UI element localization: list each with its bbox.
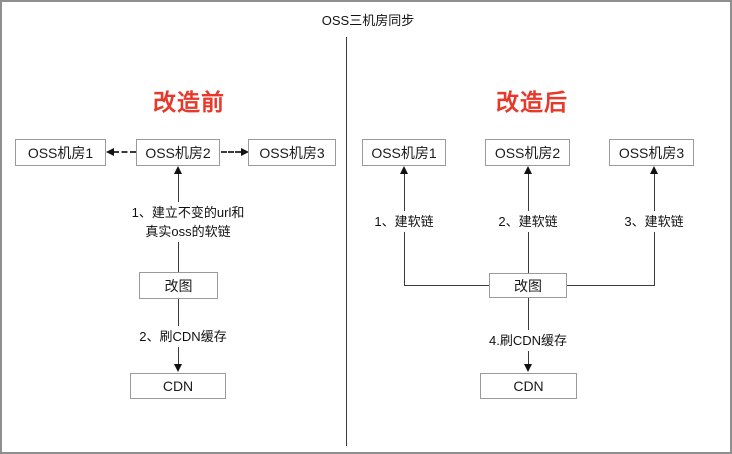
step-label-line2: 真实oss的软链 xyxy=(145,224,231,239)
step-label-create-symlink: 1、建立不变的url和 真实oss的软链 xyxy=(116,202,260,242)
arrow-up-icon xyxy=(174,166,182,174)
connector-horizontal-left xyxy=(404,285,489,286)
node-left-oss-room-1: OSS机房1 xyxy=(15,139,106,166)
node-label: OSS机房3 xyxy=(618,144,685,161)
node-label: OSS机房1 xyxy=(371,144,437,161)
dashed-connector-oss2-to-oss1 xyxy=(113,151,136,153)
node-label: OSS机房2 xyxy=(494,144,561,161)
node-left-oss-room-2: OSS机房2 xyxy=(136,139,220,166)
node-label: OSS机房1 xyxy=(27,144,94,161)
section-header-before: 改造前 xyxy=(153,89,225,115)
arrow-up-icon xyxy=(524,166,532,174)
step-label-symlink-1: 1、建软链 xyxy=(354,211,454,232)
node-right-oss-room-1: OSS机房1 xyxy=(362,139,446,166)
node-label: OSS机房2 xyxy=(145,144,211,161)
arrow-right-icon xyxy=(241,148,249,156)
node-label: 改图 xyxy=(164,277,193,294)
node-right-cdn: CDN xyxy=(480,373,577,399)
step-label-line1: 1、建立不变的url和 xyxy=(131,205,245,220)
dashed-connector-oss2-to-oss3 xyxy=(221,151,241,153)
node-left-modify-image: 改图 xyxy=(139,272,218,299)
node-label: 改图 xyxy=(514,277,542,294)
arrow-up-icon xyxy=(650,166,658,174)
node-right-oss-room-2: OSS机房2 xyxy=(485,139,570,166)
step-label-flush-cdn: 2、刷CDN缓存 xyxy=(113,326,253,347)
node-label: CDN xyxy=(162,378,194,394)
node-label: OSS机房3 xyxy=(259,144,325,161)
arrow-left-icon xyxy=(106,148,114,156)
step-label-symlink-2: 2、建软链 xyxy=(478,211,578,232)
node-right-oss-room-3: OSS机房3 xyxy=(609,139,694,166)
step-label-flush-cdn: 4.刷CDN缓存 xyxy=(468,330,588,351)
node-left-cdn: CDN xyxy=(130,373,226,399)
section-header-after: 改造后 xyxy=(496,89,568,115)
step-label-symlink-3: 3、建软链 xyxy=(604,211,704,232)
node-right-modify-image: 改图 xyxy=(489,273,567,298)
node-left-oss-room-3: OSS机房3 xyxy=(248,139,336,166)
node-label: CDN xyxy=(513,378,544,394)
arrow-up-icon xyxy=(400,166,408,174)
arrow-down-icon xyxy=(174,364,182,372)
diagram-title: OSS三机房同步 xyxy=(321,13,415,28)
arrow-down-icon xyxy=(524,364,532,372)
connector-horizontal-right xyxy=(567,285,655,286)
section-divider-line xyxy=(346,37,347,446)
